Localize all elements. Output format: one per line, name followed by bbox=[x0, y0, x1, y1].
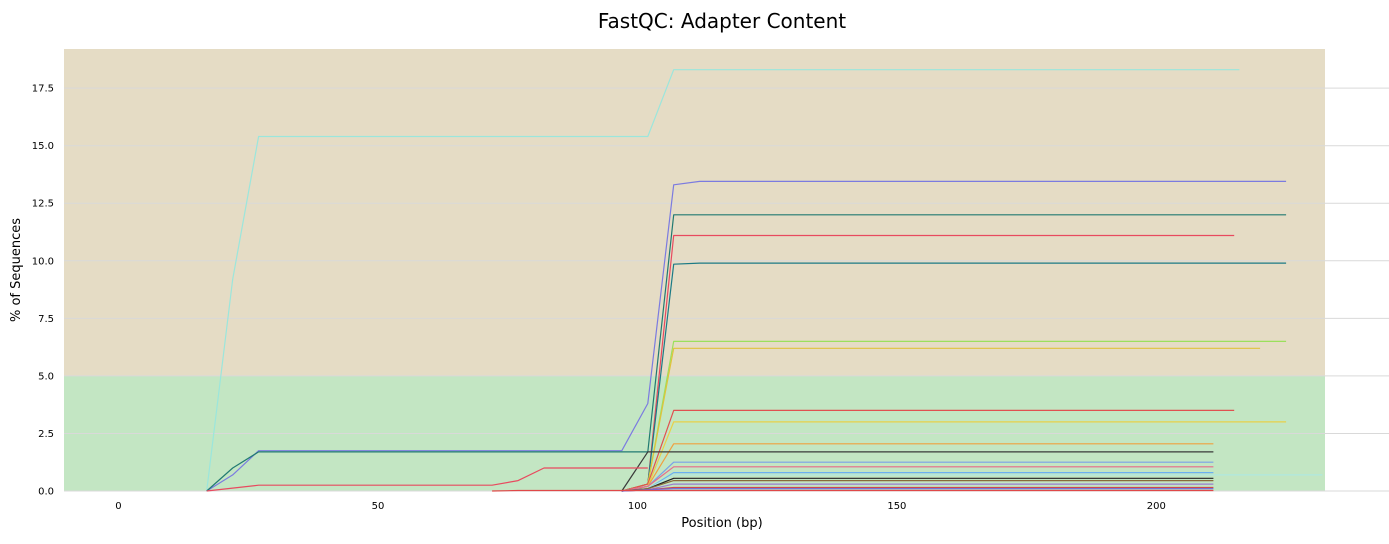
x-tick-label: 0 bbox=[115, 501, 121, 512]
x-axis-label: Position (bp) bbox=[681, 516, 762, 531]
y-tick-label: 5.0 bbox=[38, 371, 54, 382]
x-tick-label: 50 bbox=[372, 501, 385, 512]
band-warn bbox=[64, 49, 1325, 376]
x-tick-label: 200 bbox=[1147, 501, 1166, 512]
chart-title: FastQC: Adapter Content bbox=[598, 9, 846, 33]
y-tick-label: 12.5 bbox=[32, 199, 54, 210]
y-tick-label: 17.5 bbox=[32, 84, 54, 95]
y-tick-label: 7.5 bbox=[38, 314, 54, 325]
threshold-bands bbox=[64, 49, 1325, 491]
gridlines bbox=[64, 87, 1389, 492]
axis-ticks: 0 50 100 150 200 0.0 2.5 5.0 7.5 10.0 12.5 15.0 17.5 bbox=[32, 84, 1166, 512]
series-lines bbox=[206, 69, 1323, 492]
y-tick-label: 2.5 bbox=[38, 429, 54, 440]
y-axis-label: % of Sequences bbox=[9, 218, 24, 322]
series-line-11 bbox=[621, 451, 1214, 492]
y-tick-label: 10.0 bbox=[32, 256, 54, 267]
y-tick-label: 15.0 bbox=[32, 141, 54, 152]
y-tick-label: 0.0 bbox=[38, 487, 54, 498]
series-line-22 bbox=[492, 489, 1214, 492]
x-tick-label: 100 bbox=[628, 501, 647, 512]
series-line-3 bbox=[206, 214, 1287, 492]
series-line-21 bbox=[206, 467, 648, 492]
series-line-2 bbox=[206, 180, 1287, 492]
series-line-8 bbox=[621, 409, 1235, 492]
series-line-1 bbox=[206, 69, 1240, 492]
series-line-13 bbox=[621, 466, 1214, 492]
x-tick-label: 150 bbox=[887, 501, 906, 512]
